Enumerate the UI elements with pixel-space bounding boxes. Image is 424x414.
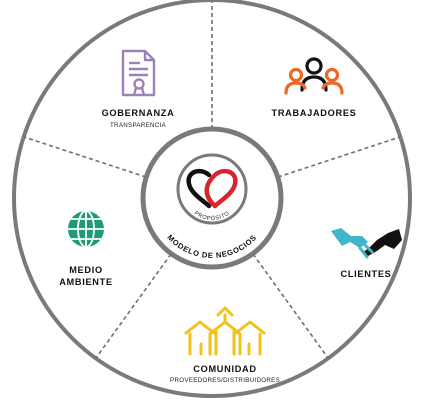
gobernanza-subtitle: TRANSPARENCIA — [110, 122, 167, 129]
trabajadores-title: TRABAJADORES — [272, 108, 357, 118]
divider-left — [23, 136, 147, 178]
purpose-core-circle — [176, 153, 248, 225]
gobernanza-title: GOBERNANZA — [102, 108, 175, 118]
comunidad-subtitle: PROVEEDORES/DISTRIBUIDORES — [170, 377, 280, 384]
segment-trabajadores: TRABAJADORES — [272, 57, 357, 118]
comunidad-title: COMUNIDAD — [193, 364, 256, 374]
document-certificate-icon — [121, 49, 156, 97]
people-group-icon — [284, 57, 344, 95]
segment-medio-ambiente: MEDIO AMBIENTE — [59, 210, 113, 287]
divider-right — [277, 136, 401, 178]
segment-clientes: CLIENTES — [331, 228, 402, 279]
clientes-title: CLIENTES — [340, 269, 391, 279]
market-stalls-icon — [184, 306, 266, 356]
segment-gobernanza: GOBERNANZA TRANSPARENCIA — [102, 49, 175, 129]
handshake-icon — [331, 228, 402, 259]
segment-comunidad: COMUNIDAD PROVEEDORES/DISTRIBUIDORES — [170, 306, 280, 384]
divider-bottom-left — [95, 253, 172, 359]
purpose-label: PROPÓSITO — [193, 210, 231, 222]
segment-dividers — [23, 2, 401, 359]
globe-icon — [68, 210, 104, 248]
divider-bottom-right — [252, 253, 329, 359]
medio-ambiente-title-line2: AMBIENTE — [59, 277, 113, 287]
heart-interlocking-icon — [186, 168, 238, 209]
medio-ambiente-title-line1: MEDIO — [69, 265, 103, 275]
